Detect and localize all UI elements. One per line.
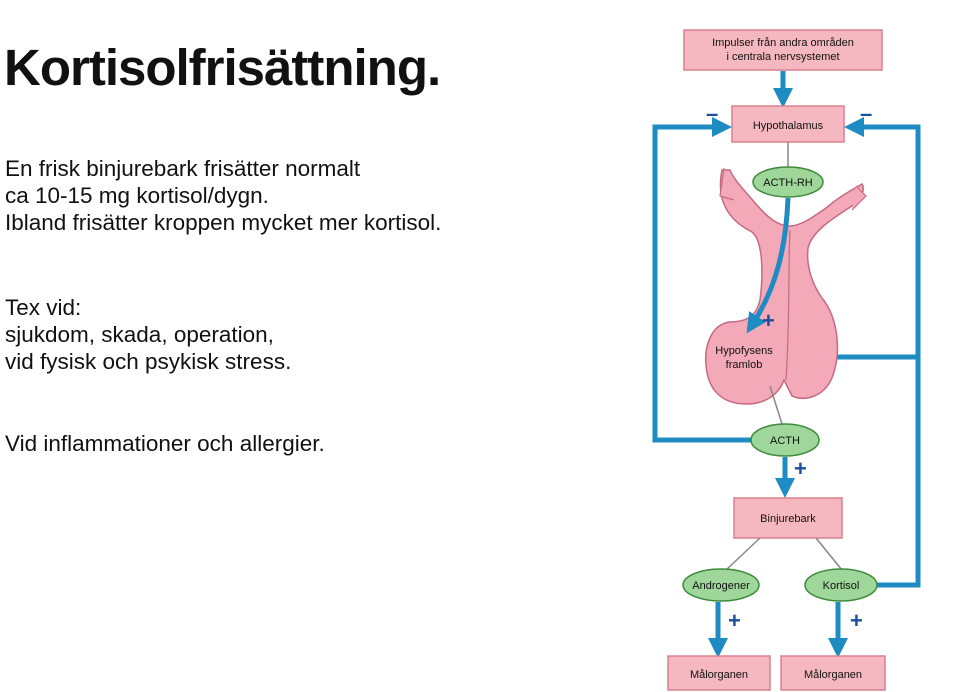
acth-label: ACTH: [770, 435, 800, 447]
androgens-label: Androgener: [692, 580, 750, 592]
impulses-line-1: Impulser från andra områden: [712, 37, 854, 49]
line-adrenal-androgens: [725, 537, 761, 571]
inflammation-paragraph: Vid inflammationer och allergier.: [5, 430, 325, 457]
text-line: En frisk binjurebark frisätter normalt: [5, 156, 361, 181]
cortisol-oval: [804, 568, 878, 602]
line-adrenal-cortisol: [815, 537, 843, 571]
target-organ-box-left: [667, 655, 771, 691]
text-line: ca 10-15 mg kortisol/dygn.: [5, 183, 269, 208]
pituitary-label-1: Hypofysens: [715, 345, 773, 357]
hypothalamus-label: Hypothalamus: [753, 120, 824, 132]
pituitary-label-2: framlob: [726, 359, 763, 371]
plus-sign: +: [794, 456, 807, 481]
text-line: vid fysisk och psykisk stress.: [5, 349, 292, 374]
plus-sign: +: [762, 308, 775, 333]
impulses-line-2: i centrala nervsystemet: [726, 51, 839, 63]
examples-paragraph: Tex vid: sjukdom, skada, operation, vid …: [5, 294, 291, 375]
adrenal-cortex-box: [733, 497, 843, 539]
minus-sign: –: [706, 101, 718, 126]
text-line: Vid inflammationer och allergier.: [5, 431, 325, 456]
target-organ-label-left: Målorganen: [690, 669, 748, 681]
adrenal-cortex-label: Binjurebark: [760, 513, 816, 525]
text-line: sjukdom, skada, operation,: [5, 322, 274, 347]
acth-oval: [750, 423, 820, 457]
plus-sign: +: [850, 608, 863, 633]
target-organ-box-right: [780, 655, 886, 691]
cortisol-label: Kortisol: [823, 580, 860, 592]
acth-rh-label: ACTH-RH: [763, 177, 813, 189]
arrow-acthrh-pituitary: [746, 197, 791, 334]
androgens-oval: [682, 568, 760, 602]
page-title: Kortisolfrisättning.: [4, 39, 441, 96]
intro-paragraph: En frisk binjurebark frisätter normalt c…: [5, 155, 441, 236]
target-organ-label-right: Målorganen: [804, 669, 862, 681]
feedback-arrow-left: [652, 117, 785, 443]
plus-sign: +: [728, 608, 741, 633]
minus-sign: –: [860, 101, 872, 126]
hpa-axis-diagram: Impulser från andra områden i centrala n…: [652, 29, 921, 691]
arrow-pituitary-acth: [769, 385, 783, 425]
impulses-box: [683, 29, 883, 71]
acth-rh-oval: [752, 166, 824, 198]
text-line: Ibland frisätter kroppen mycket mer kort…: [5, 210, 442, 235]
text-line: Tex vid:: [5, 295, 82, 320]
